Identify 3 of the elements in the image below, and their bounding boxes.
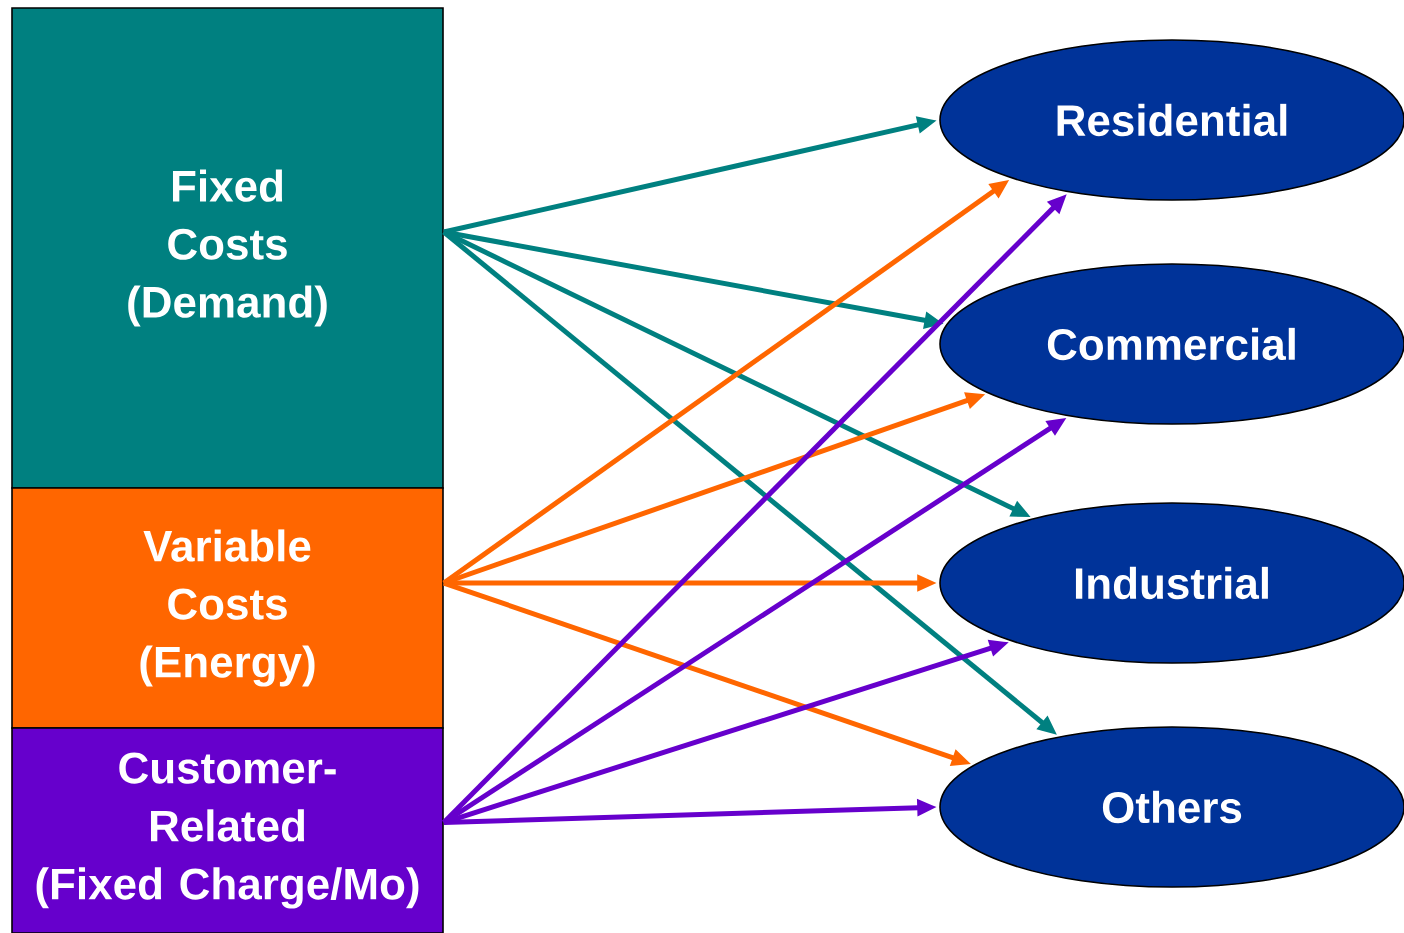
cost-box: Variable Costs (Energy) [11,487,444,729]
cost-box: Fixed Costs (Demand) [11,7,444,489]
cost-box: Customer-Related (Fixed Charge/Mo) [11,727,444,933]
